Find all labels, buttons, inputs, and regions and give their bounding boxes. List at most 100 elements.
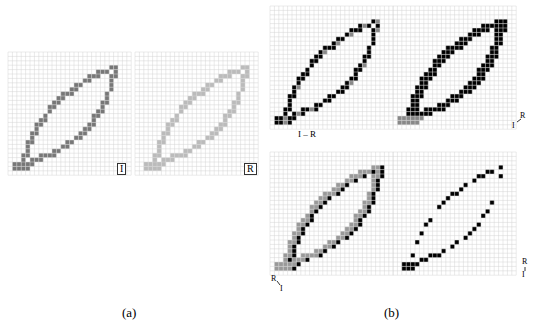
pixel [96,70,100,74]
pixel [214,131,218,135]
pixel [219,78,223,82]
grid-line [393,165,516,166]
pixel [21,153,25,157]
pixel [437,205,441,209]
pixel [34,131,38,135]
pixel [340,236,344,240]
grid-line [393,253,516,254]
pixel [494,19,498,23]
pixel [367,50,371,54]
pixel [105,100,109,104]
pixel [236,100,240,104]
pixel [323,196,327,200]
grid-line [135,166,258,167]
grid-line [8,78,131,79]
pixel [283,266,287,270]
pixel [428,76,432,80]
pixel [468,32,472,36]
pixel [485,28,489,32]
pixel [371,196,375,200]
grid-line [393,45,516,46]
grid-line [270,218,393,219]
pixel [301,107,305,111]
pixel [481,24,485,28]
grid-line [135,74,258,75]
pixel [26,140,30,144]
pixel [376,19,380,23]
pixel [301,76,305,80]
pixel [274,116,278,120]
pixel [327,196,331,200]
grid-line [393,160,516,161]
pixel [490,59,494,63]
grid-line [8,109,131,110]
grid-line [135,175,258,176]
grid-line [270,235,393,236]
pixel [494,46,498,50]
grid-line [393,50,516,51]
pixel [402,116,406,120]
pixel [310,253,314,257]
pixel [406,120,410,124]
pixel [397,116,401,120]
pixel [301,227,305,231]
grid-line [393,6,516,7]
pixel [428,68,432,72]
pixel [323,98,327,102]
pixel [415,120,419,124]
pixel [437,103,441,107]
pixel [503,19,507,23]
pixel [415,112,419,116]
pixel [153,162,157,166]
pixel [367,24,371,28]
pixel [323,192,327,196]
pixel [161,162,165,166]
pixel [358,222,362,226]
grid-line [393,204,516,205]
pixel [327,94,331,98]
pixel [367,46,371,50]
pixel [183,100,187,104]
pixel [292,90,296,94]
pixel [485,54,489,58]
grid-line [270,50,393,51]
pixel [65,140,69,144]
pixel [424,76,428,80]
pixel [463,236,467,240]
pixel [468,37,472,41]
pixel [179,153,183,157]
grid-line [393,14,516,15]
pixel [65,92,69,96]
pixel [503,28,507,32]
pixel [362,174,366,178]
pixel [441,50,445,54]
grid-line [135,118,258,119]
pixel [105,70,109,74]
pixel [288,116,292,120]
pixel [241,83,245,87]
grid-line [8,104,131,105]
pixel [12,162,16,166]
pixel [433,68,437,72]
pixel-grid [393,152,516,275]
pixel [490,200,494,204]
pixel [205,83,209,87]
pixel [437,63,441,67]
grid-line [135,157,258,158]
pixel [371,37,375,41]
pixel [354,174,358,178]
pixel [232,105,236,109]
pixel [92,74,96,78]
pixel [12,166,16,170]
pixel [371,192,375,196]
pixel [463,90,467,94]
pixel [245,74,249,78]
pixel [201,140,205,144]
grid-line [270,89,393,90]
pixel [314,200,318,204]
grid-line [270,160,393,161]
pixel [481,214,485,218]
pixel [371,200,375,204]
pixel [411,112,415,116]
